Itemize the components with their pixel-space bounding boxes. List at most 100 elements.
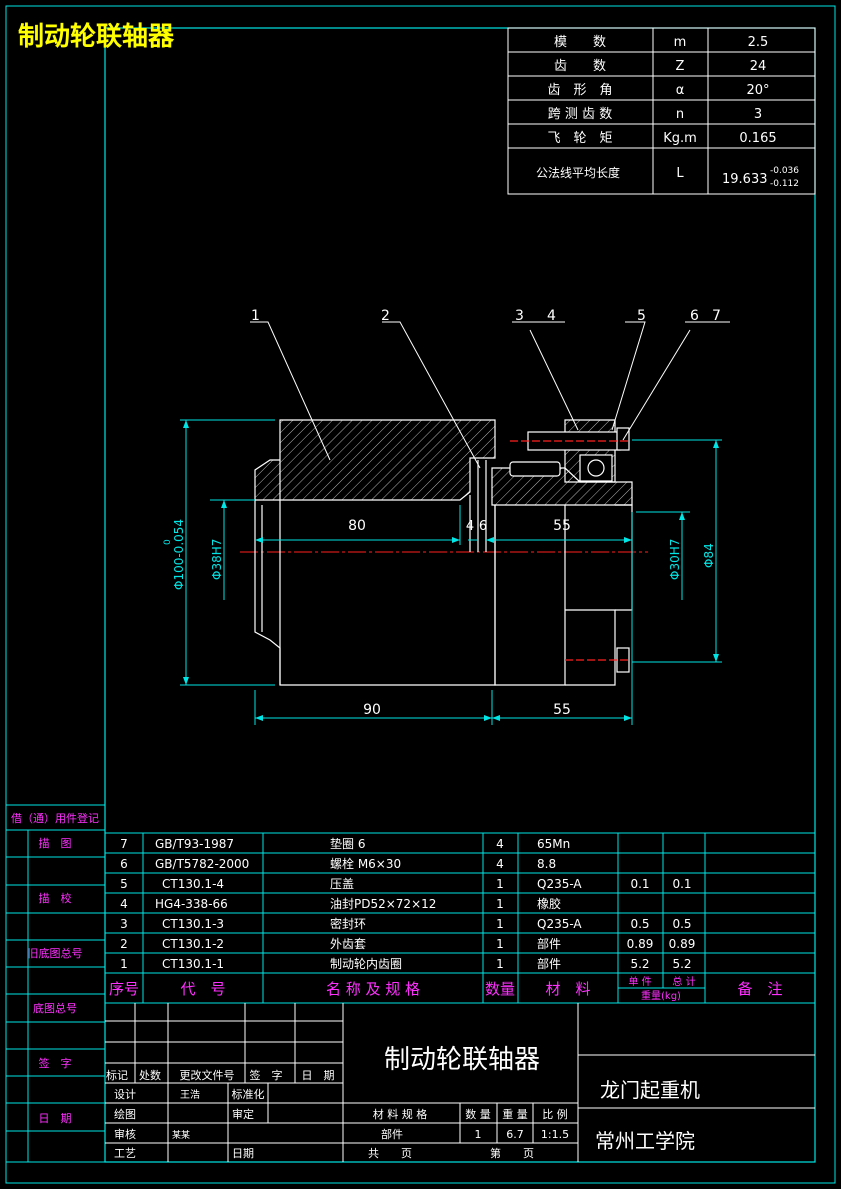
svg-text:1: 1 [120,957,128,971]
rev-label-count: 处数 [139,1069,161,1082]
svg-text:GB/T5782-2000: GB/T5782-2000 [155,857,249,871]
qty-value: 1 [475,1128,482,1141]
balloon-5: 5 [637,308,646,324]
param-name: 模 数 [554,35,606,50]
svg-text:GB/T93-1987: GB/T93-1987 [155,837,234,851]
svg-text:65Mn: 65Mn [537,837,570,851]
param-tolerance-upper: -0.036 [770,166,799,176]
dim-dia100: Φ100-0.054 [172,519,186,590]
leader-lines [250,321,730,469]
title-block-texts: 制动轮联轴器 龙门起重机 常州工学院 标记 处数 更改文件号 签 字 日 期 设… [106,1045,700,1160]
svg-text:部件: 部件 [537,936,561,951]
rev-label-doc: 更改文件号 [180,1068,235,1082]
sign-label-draw: 绘图 [114,1107,136,1121]
svg-text:1: 1 [496,917,504,931]
bom-row-6: 6 GB/T5782-2000 螺栓 M6×30 4 8.8 [120,856,556,871]
sign-person-review: 某某 [172,1130,190,1141]
title-block-grid [105,1003,815,1162]
bom-row-5: 5 CT130.1-4 压盖 1 Q235-A 0.1 0.1 [120,877,691,891]
param-name: 齿 数 [554,59,606,74]
svg-text:0.89: 0.89 [627,937,654,951]
bom-row-3: 3 CT130.1-3 密封环 1 Q235-A 0.5 0.5 [120,916,691,931]
dim-dia30: Φ30H7 [668,539,682,580]
sign-label-standard: 标准化 [232,1087,265,1101]
dim-80: 80 [348,518,366,534]
svg-text:螺栓 M6×30: 螺栓 M6×30 [330,856,401,871]
svg-text:5.2: 5.2 [630,957,649,971]
svg-text:代 号: 代 号 [180,980,225,998]
bom-rows: 7 GB/T93-1987 垫圈 6 4 65Mn 6 GB/T5782-200… [120,836,695,971]
sign-label-review: 审核 [114,1127,136,1141]
svg-text:CT130.1-4: CT130.1-4 [162,877,224,891]
param-symbol: m [674,35,687,50]
svg-text:Q235-A: Q235-A [537,877,582,891]
param-name: 跨 测 齿 数 [548,107,612,122]
svg-text:材 料: 材 料 [545,980,590,998]
svg-text:CT130.1-2: CT130.1-2 [162,937,224,951]
label-signature: 签 字 [39,1056,72,1070]
param-symbol: α [676,83,685,98]
bom-header: 序号 代 号 名 称 及 规 格 数量 材 料 单 件 总 计 重量(kg) 备… [109,975,783,1002]
param-symbol: n [676,107,684,122]
bom-row-1: 1 CT130.1-1 制动轮内齿圈 1 部件 5.2 5.2 [120,956,691,971]
bom-row-4: 4 HG4-338-66 油封PD52×72×12 1 橡胶 [120,896,561,911]
balloon-1: 1 [251,308,260,324]
svg-text:CT130.1-3: CT130.1-3 [162,917,224,931]
parameter-table [507,27,816,195]
svg-text:序号: 序号 [109,980,139,998]
weight-label: 重 量 [502,1107,528,1121]
dim-dia100-upper: 0 [163,539,173,545]
param-value: 0.165 [739,131,776,146]
title-block-project: 龙门起重机 [600,1078,700,1102]
qty-label: 数 量 [465,1108,491,1121]
param-value: 24 [750,59,767,74]
weight-value: 6.7 [506,1128,524,1141]
inner-border [104,27,816,1163]
svg-text:数量: 数量 [485,980,515,998]
sign-label-design: 设计 [114,1088,136,1101]
svg-text:0.5: 0.5 [630,917,649,931]
rev-label-date: 日 期 [302,1069,335,1082]
sign-label-process: 工艺 [114,1147,136,1160]
svg-text:制动轮内齿圈: 制动轮内齿圈 [330,957,402,971]
page-label: 第 页 [490,1146,534,1160]
svg-text:3: 3 [120,917,128,931]
svg-text:密封环: 密封环 [330,916,366,931]
svg-text:1: 1 [496,957,504,971]
param-symbol: L [676,166,684,181]
label-date: 日 期 [39,1112,72,1125]
svg-text:7: 7 [120,837,128,851]
label-trace: 描 图 [39,836,72,850]
dim-6: 6 [479,519,487,534]
left-strip-labels: 借（通）用件登记 描 图 描 校 旧底图总号 底图总号 签 字 日 期 [11,811,99,1125]
svg-text:1: 1 [496,877,504,891]
drawing-title: 制动轮联轴器 [18,22,175,52]
svg-text:油封PD52×72×12: 油封PD52×72×12 [330,897,436,911]
svg-text:0.5: 0.5 [672,917,691,931]
svg-text:备 注: 备 注 [737,980,782,998]
balloon-3: 3 [515,308,524,324]
svg-text:压盖: 压盖 [330,877,354,891]
svg-text:6: 6 [120,857,128,871]
label-register: 借（通）用件登记 [11,811,99,825]
dimension-texts: 80 4 6 55 90 55 Φ100-0.054 0 Φ38H7 Φ30H7… [163,518,716,718]
svg-text:4: 4 [496,857,504,871]
svg-text:1: 1 [496,897,504,911]
dim-4: 4 [466,519,474,534]
label-old-drawing-no: 旧底图总号 [28,946,83,960]
material-value: 部件 [381,1127,403,1141]
sign-label-date: 日期 [232,1147,254,1160]
rev-label-sign: 签 字 [250,1068,283,1082]
balloon-4: 4 [547,308,556,324]
title-block-name: 制动轮联轴器 [384,1045,540,1075]
svg-text:5: 5 [120,877,128,891]
sign-person-design: 王浩 [180,1089,200,1101]
label-trace-check: 描 校 [39,891,72,905]
dim-55-bottom: 55 [553,702,571,718]
param-value: 2.5 [748,35,769,50]
scale-value: 1:1.5 [541,1128,569,1141]
svg-text:5.2: 5.2 [672,957,691,971]
param-value: 3 [754,107,762,122]
svg-text:2: 2 [120,937,128,951]
bom-row-2: 2 CT130.1-2 外齿套 1 部件 0.89 0.89 [120,936,695,951]
